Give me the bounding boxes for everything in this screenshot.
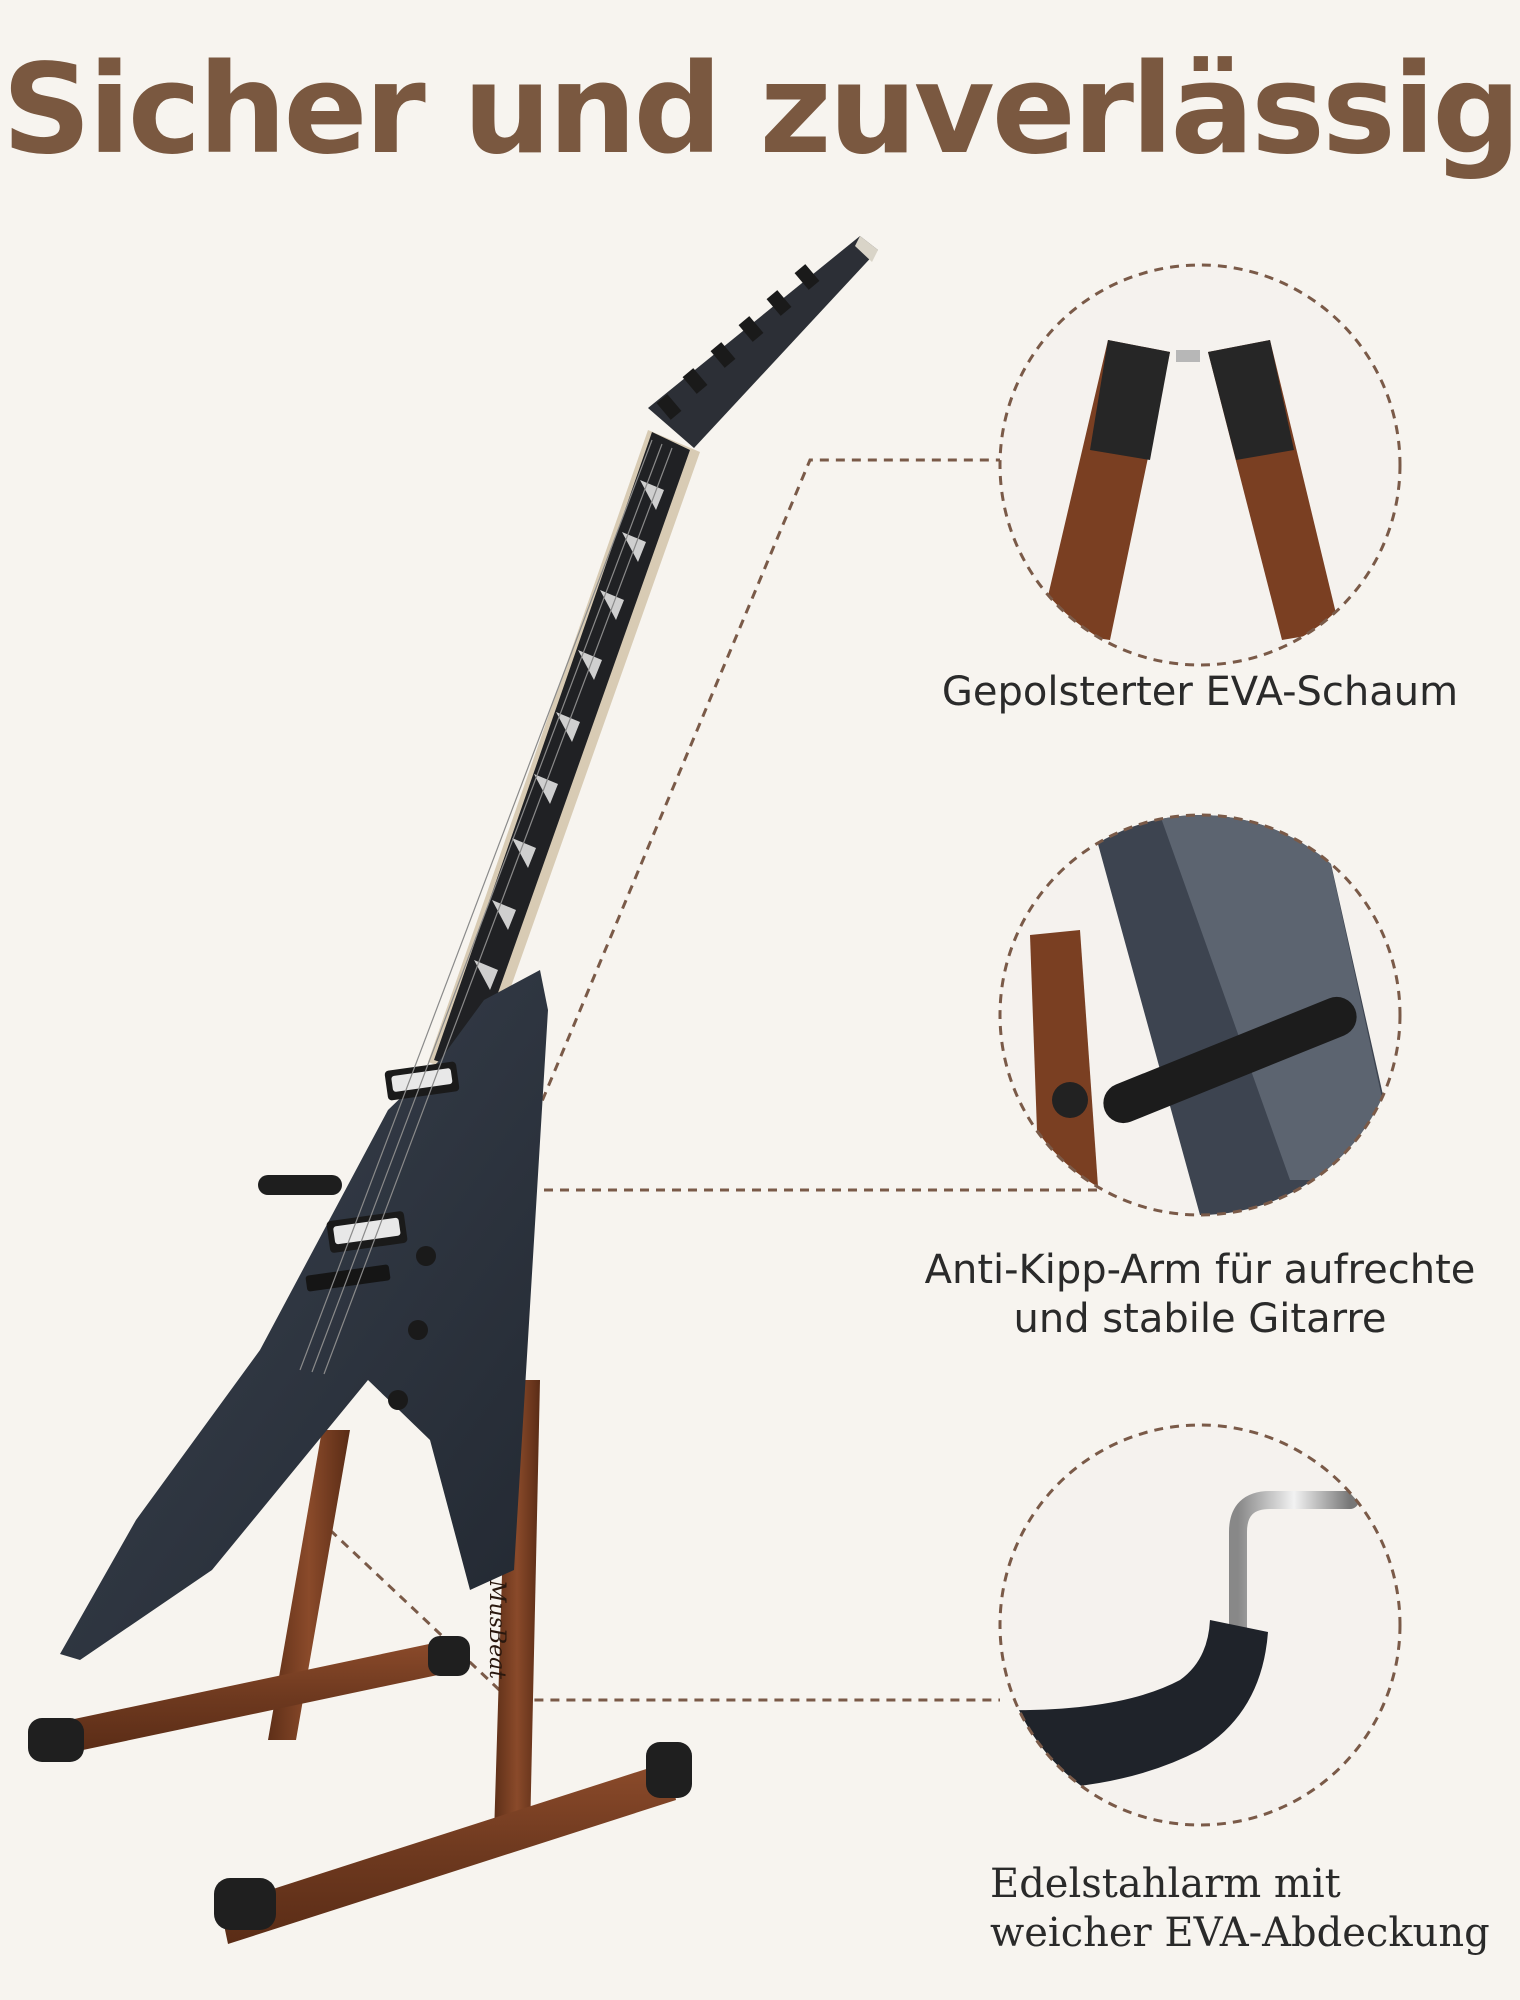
callout-label-foam: Gepolsterter EVA-Schaum <box>900 668 1500 717</box>
page-title: Sicher und zuverlässig <box>1 38 1520 182</box>
label-line: Gepolsterter EVA-Schaum <box>941 669 1459 715</box>
stand-back-bar <box>60 1640 452 1754</box>
detail-stainless-arm <box>1000 1425 1400 1825</box>
detail-circle-frame <box>998 1423 1402 1827</box>
anti-tip-arm <box>258 1175 342 1195</box>
stand-foot <box>214 1878 276 1930</box>
guitar-fretboard <box>434 432 690 1072</box>
label-line: Anti-Kipp-Arm für aufrechte <box>924 1247 1476 1293</box>
label-line: weicher EVA-Abdeckung <box>990 1909 1490 1956</box>
callout-label-arm: Anti-Kipp-Arm für aufrechte und stabile … <box>900 1246 1500 1344</box>
callout-label-steel: Edelstahlarm mit weicher EVA-Abdeckung <box>990 1860 1510 1958</box>
detail-anti-tip-arm <box>1000 815 1400 1215</box>
detail-circle-frame <box>998 813 1402 1217</box>
guitar-headstock <box>648 236 878 448</box>
stand-front-bar <box>220 1762 676 1944</box>
leader-line-foam <box>528 458 1000 1131</box>
guitar-body <box>60 970 548 1660</box>
label-line: Edelstahlarm mit <box>990 1861 1341 1907</box>
stand-foot <box>28 1718 84 1762</box>
guitar-stand: MusBeat <box>28 1175 692 1944</box>
detail-circle-frame <box>998 263 1402 667</box>
stand-foot <box>428 1636 470 1676</box>
label-line: und stabile Gitarre <box>1013 1295 1387 1342</box>
stand-left-leg <box>268 1430 350 1740</box>
brand-mark: MusBeat <box>484 1579 509 1679</box>
stand-foot <box>646 1742 692 1798</box>
guitar <box>60 236 878 1660</box>
detail-foam-padding <box>1000 265 1400 665</box>
